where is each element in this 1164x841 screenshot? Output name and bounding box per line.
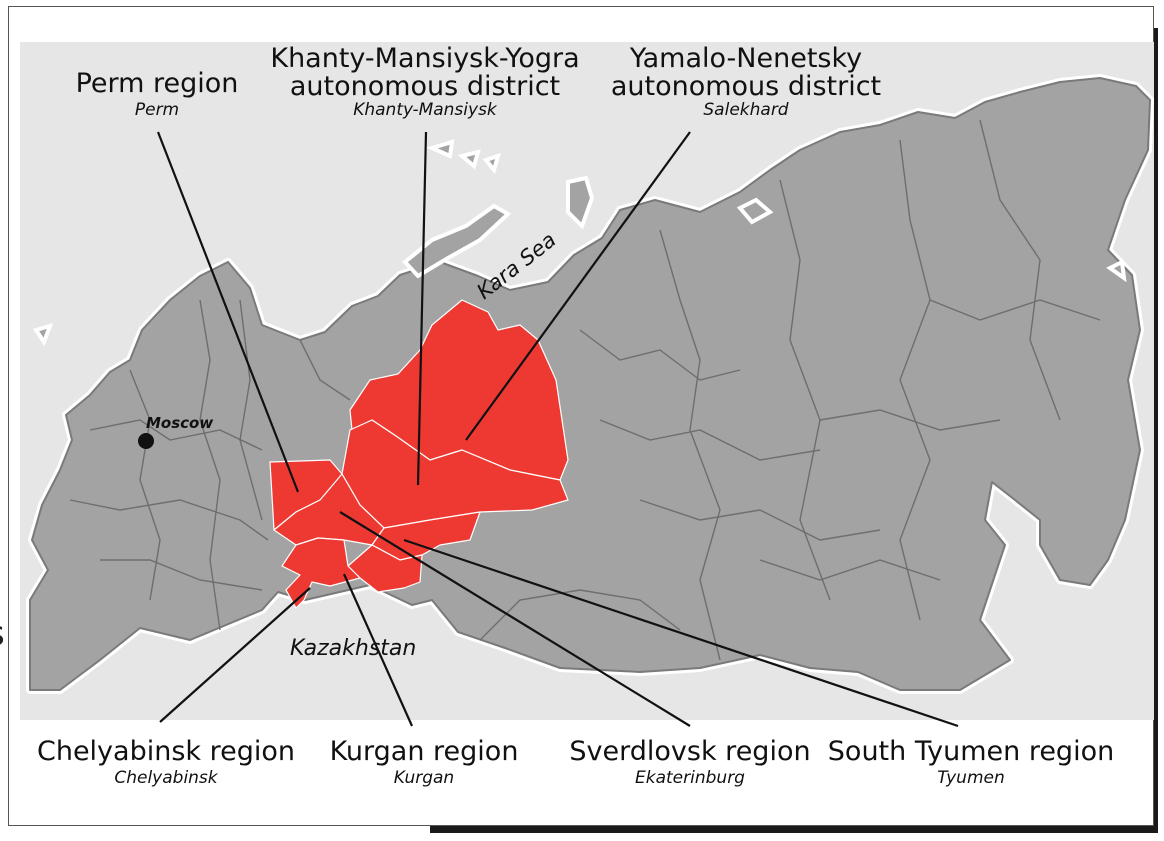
label-perm-region: Perm region Perm bbox=[42, 70, 272, 119]
region-name: Chelyabinsk region bbox=[36, 736, 296, 767]
region-name: South Tyumen region bbox=[827, 736, 1115, 767]
leader-sverdlovsk bbox=[339, 511, 691, 727]
label-kurgan-region: Kurgan region Kurgan bbox=[305, 738, 543, 787]
label-khanty-mansiysk: Khanty-Mansiysk-Yogra autonomous distric… bbox=[240, 42, 610, 119]
region-chelyabinsk bbox=[281, 537, 361, 609]
russia-land bbox=[29, 77, 1151, 691]
edge-text-fragment: s bbox=[0, 612, 14, 656]
center-name: Chelyabinsk bbox=[114, 768, 218, 788]
map-label-moscow: Moscow bbox=[146, 414, 213, 432]
region-name-line1: Yamalo-Nenetsky bbox=[629, 43, 863, 74]
region-name: Sverdlovsk region bbox=[569, 736, 811, 767]
map-label-kazakhstan: Kazakhstan bbox=[290, 636, 416, 661]
label-chelyabinsk-region: Chelyabinsk region Chelyabinsk bbox=[30, 738, 302, 787]
region-name: Kurgan region bbox=[329, 736, 519, 767]
moscow-marker-icon bbox=[138, 433, 154, 449]
highlighted-regions bbox=[269, 299, 569, 609]
arctic-islands bbox=[32, 139, 1127, 347]
region-name-line1: Khanty-Mansiysk-Yogra bbox=[270, 43, 580, 74]
center-name: Ekaterinburg bbox=[635, 768, 745, 788]
center-name: Tyumen bbox=[937, 768, 1005, 788]
center-name: Kurgan bbox=[393, 768, 455, 788]
center-name: Perm bbox=[134, 100, 180, 120]
center-name: Salekhard bbox=[703, 100, 789, 120]
leader-chelyabinsk bbox=[159, 587, 311, 723]
leader-yamalo bbox=[465, 131, 691, 441]
label-yamalo-nenetsky: Yamalo-Nenetsky autonomous district Sale… bbox=[596, 42, 896, 119]
label-sverdlovsk-region: Sverdlovsk region Ekaterinburg bbox=[555, 738, 825, 787]
leader-kurgan bbox=[342, 573, 414, 727]
region-name-line2: autonomous district bbox=[289, 71, 561, 102]
region-name: Perm region bbox=[75, 68, 239, 99]
leader-perm bbox=[156, 131, 300, 493]
leader-tyumen bbox=[403, 538, 959, 728]
center-name: Khanty-Mansiysk bbox=[353, 100, 497, 120]
leader-khanty bbox=[416, 131, 428, 486]
region-name-line2: autonomous district bbox=[610, 71, 882, 102]
label-south-tyumen-region: South Tyumen region Tyumen bbox=[820, 738, 1122, 787]
leader-lines bbox=[156, 131, 959, 728]
region-borders bbox=[69, 119, 1101, 661]
